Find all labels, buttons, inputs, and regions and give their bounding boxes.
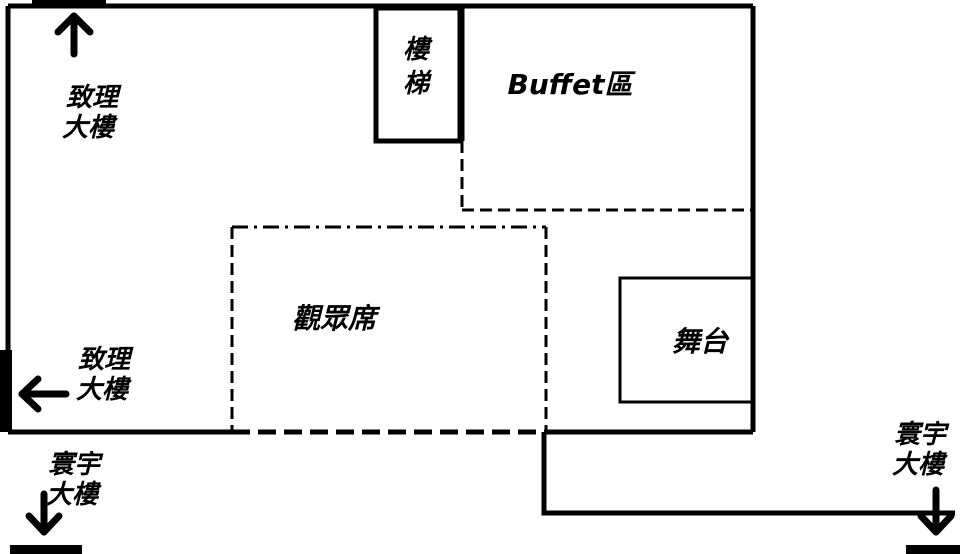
arrow-up-icon: [54, 12, 94, 58]
stairs-label-line2: 梯: [403, 69, 432, 99]
entrance-marker-bottom-right: [906, 545, 960, 554]
huanyu-right-label-line1: 寰宇: [894, 420, 950, 450]
building-outline: [5, 3, 955, 516]
stage-room: [618, 276, 755, 404]
huanyu-left-label-line2: 大樓: [46, 480, 102, 510]
buffet-label: Buffet區: [508, 68, 637, 101]
stairs-label-line1: 樓: [403, 35, 433, 65]
entrance-marker-left: [0, 350, 12, 432]
arrow-left-icon: [18, 375, 70, 413]
huanyu-right-label-line2: 大樓: [892, 450, 948, 480]
zhili-left-label-line2: 大樓: [76, 375, 132, 405]
zhili-left-label-line1: 致理: [78, 345, 134, 375]
huanyu-left-label-line1: 寰宇: [48, 450, 104, 480]
zhili-top-label-line2: 大樓: [62, 113, 118, 143]
arrow-down-icon-left: [25, 490, 63, 536]
audience-label: 觀眾席: [292, 302, 381, 335]
audience-area: [230, 225, 548, 435]
entrance-marker-top: [32, 0, 106, 8]
buffet-area: [459, 6, 753, 212]
arrow-down-icon-right: [917, 486, 955, 536]
zhili-top-label-line1: 致理: [66, 83, 122, 113]
stage-label: 舞台: [672, 325, 730, 358]
entrance-marker-bottom-left: [10, 545, 82, 554]
walkway-to-huanyu: [541, 432, 955, 516]
